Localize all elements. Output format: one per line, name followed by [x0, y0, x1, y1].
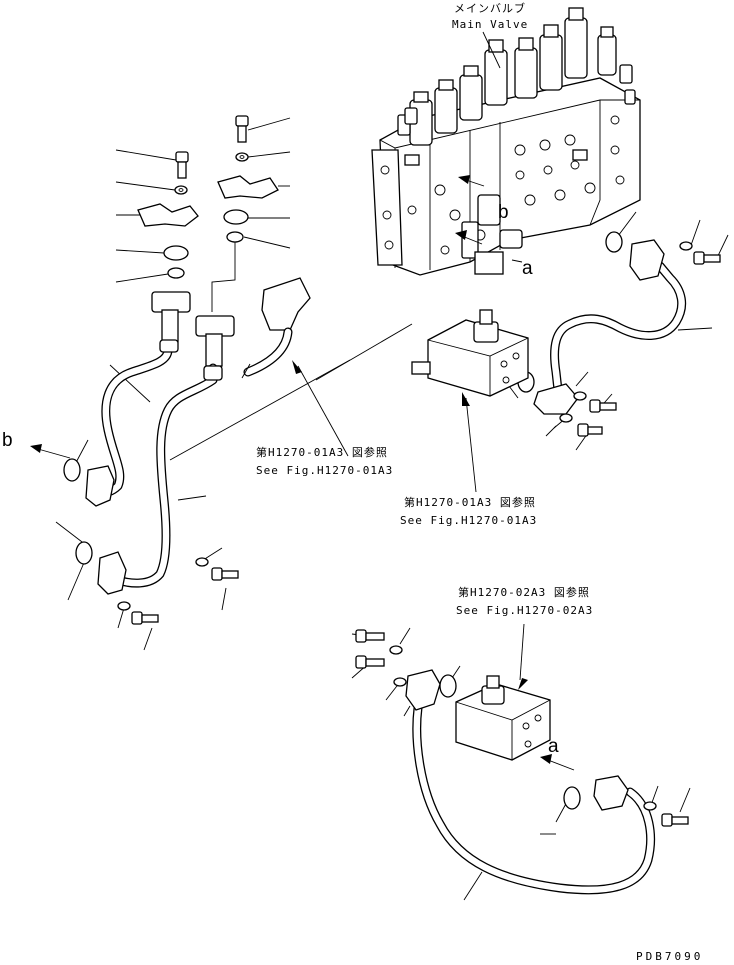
- letter-a-lower: a: [548, 736, 559, 757]
- letter-b-upper: b: [498, 202, 509, 223]
- main-valve-jp-label: メインバルブ: [454, 1, 526, 15]
- letter-b-left: b: [2, 430, 13, 451]
- lower-assembly: [355, 629, 689, 895]
- ref-1-jp: 第H1270-01A3 図参照: [256, 445, 388, 459]
- ref-3-en: See Fig.H1270-02A3: [456, 604, 593, 617]
- reference-arrows: [30, 175, 575, 771]
- left-exploded-parts: [137, 115, 279, 279]
- drawing-code: PDB7090: [636, 950, 703, 963]
- letter-a-upper: a: [522, 258, 533, 279]
- ref-3-jp: 第H1270-02A3 図参照: [458, 585, 590, 599]
- ref-2-jp: 第H1270-01A3 図参照: [404, 495, 536, 509]
- leader-lines: [55, 117, 729, 901]
- main-valve-leader: [482, 31, 501, 69]
- left-pipe-assembly: [63, 277, 311, 625]
- ref-1-en: See Fig.H1270-01A3: [256, 464, 393, 477]
- right-pipe-assembly: [517, 231, 721, 437]
- main-valve-assembly: [371, 7, 641, 276]
- ref-2-en: See Fig.H1270-01A3: [400, 514, 537, 527]
- middle-block: [411, 309, 529, 397]
- main-valve-en-label: Main Valve: [452, 18, 528, 31]
